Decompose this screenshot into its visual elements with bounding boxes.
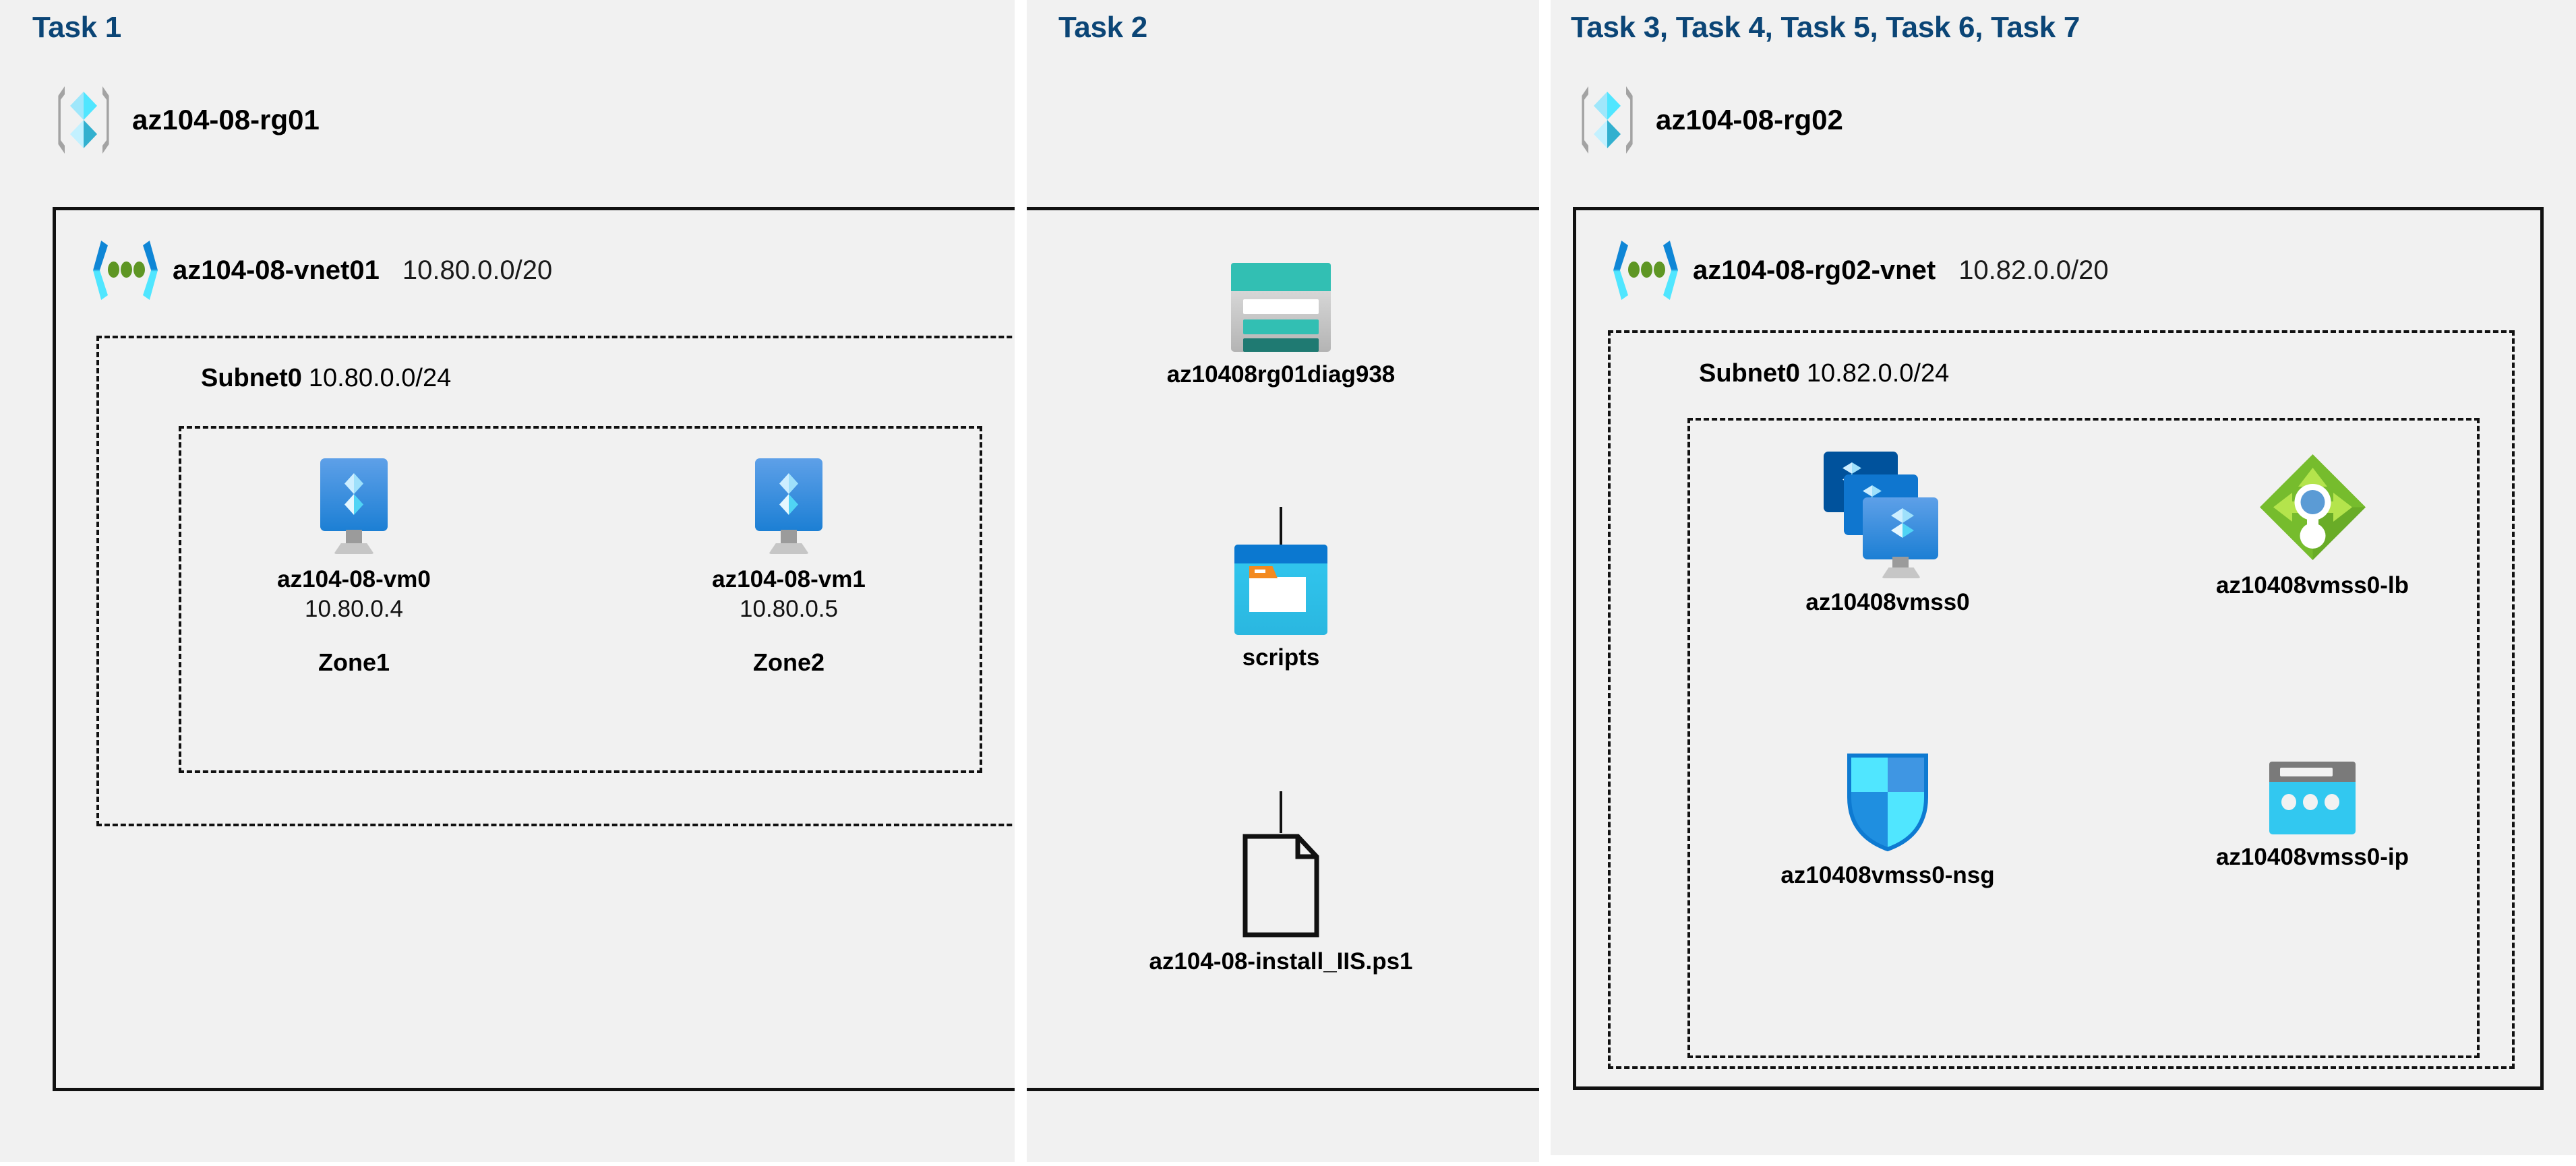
load-balancer-name: az10408vmss0-lb (2215, 572, 2409, 599)
task-1-label: Task 1 (32, 11, 121, 44)
subnet-boundary-right (1608, 330, 2515, 1069)
vm0-zone: Zone1 (318, 648, 390, 676)
resource-group-icon (1576, 86, 1638, 154)
resource-node-public-ip[interactable]: az10408vmss0-ip (2154, 762, 2471, 871)
panel-task-2: Task 2 az10408rg01diag938 scripts (1027, 0, 1539, 1162)
nsg-name: az10408vmss0-nsg (1780, 862, 1995, 888)
resource-group-name-rg02: az104-08-rg02 (1656, 104, 1843, 135)
resource-node-vm0[interactable]: az104-08-vm0 10.80.0.4 Zone1 (219, 458, 489, 677)
panel-gutter-2 (1539, 0, 1551, 1166)
subnet-name-right: Subnet0 (1699, 359, 1800, 388)
vm1-zone: Zone2 (752, 648, 825, 676)
bottom-white-strip (0, 1162, 2576, 1166)
storage-account-icon (1231, 263, 1331, 352)
file-icon (1241, 832, 1321, 939)
panel-task-1 (0, 0, 1015, 1162)
vm-scale-set-icon (1824, 452, 1952, 580)
vnet-name-vnet01: az104-08-vnet01 (173, 255, 380, 285)
vnet-header-rg02-vnet: az104-08-rg02-vnet 10.82.0.0/20 (1613, 239, 2109, 301)
subnet-cidr-right: 10.82.0.0/24 (1806, 359, 1950, 388)
task-3-to-7-label: Task 3, Task 4, Task 5, Task 6, Task 7 (1571, 11, 2080, 44)
vnet-boundary-rg02-vnet (1573, 207, 2544, 1090)
connector-storage-to-container (1280, 507, 1282, 545)
vm1-ip: 10.80.0.5 (740, 596, 838, 622)
resource-node-vm1[interactable]: az104-08-vm1 10.80.0.5 Zone2 (654, 458, 924, 677)
vnet-name-rg02-vnet: az104-08-rg02-vnet (1693, 255, 1936, 285)
public-ip-name: az10408vmss0-ip (2215, 844, 2409, 870)
availability-zone-boundary-left (179, 426, 982, 773)
resource-node-vmss[interactable]: az10408vmss0 (1729, 452, 2046, 616)
vm0-ip: 10.80.0.4 (305, 596, 403, 622)
resource-group-header-rg01: az104-08-rg01 (53, 86, 320, 154)
resource-node-storage-account[interactable]: az10408rg01diag938 (1112, 263, 1449, 388)
vm1-name: az104-08-vm1 (712, 566, 866, 592)
panel-gutter-1 (1015, 0, 1027, 1166)
vnet-cidr-vnet01: 10.80.0.0/20 (402, 255, 553, 285)
script-file-name: az104-08-install_IIS.ps1 (1149, 948, 1413, 975)
connector-container-to-file (1280, 791, 1282, 833)
virtual-network-icon (93, 239, 158, 301)
resource-node-blob-container[interactable]: scripts (1146, 545, 1416, 671)
resource-group-inner-boundary-right (1687, 418, 2480, 1058)
resource-node-load-balancer[interactable]: az10408vmss0-lb (2154, 452, 2471, 599)
network-security-group-icon (1844, 751, 1931, 853)
virtual-machine-icon (743, 458, 835, 557)
virtual-network-icon (1613, 239, 1678, 301)
resource-group-name-rg01: az104-08-rg01 (132, 104, 320, 135)
virtual-machine-icon (308, 458, 400, 557)
resource-node-nsg[interactable]: az10408vmss0-nsg (1729, 751, 2046, 889)
task-2-vnet-band (1027, 207, 1539, 1091)
task-2-label: Task 2 (1058, 11, 1147, 44)
vmss-name: az10408vmss0 (1805, 589, 1970, 615)
blob-container-icon (1234, 545, 1327, 635)
resource-group-header-rg02: az104-08-rg02 (1576, 86, 1843, 154)
panel-task-3 (1551, 0, 2576, 1155)
vnet-header-vnet01: az104-08-vnet01 10.80.0.0/20 (93, 239, 552, 301)
subnet-cidr-left: 10.80.0.0/24 (308, 364, 452, 392)
load-balancer-icon (2257, 452, 2368, 563)
resource-node-script-file[interactable]: az104-08-install_IIS.ps1 (1058, 832, 1503, 975)
public-ip-address-icon (2269, 762, 2356, 834)
resource-group-icon (53, 86, 115, 154)
blob-container-name: scripts (1242, 644, 1320, 671)
storage-account-name: az10408rg01diag938 (1166, 361, 1396, 388)
vnet-cidr-rg02-vnet: 10.82.0.0/20 (1958, 255, 2109, 285)
subnet-name-left: Subnet0 (201, 364, 302, 392)
vm0-name: az104-08-vm0 (277, 566, 431, 592)
